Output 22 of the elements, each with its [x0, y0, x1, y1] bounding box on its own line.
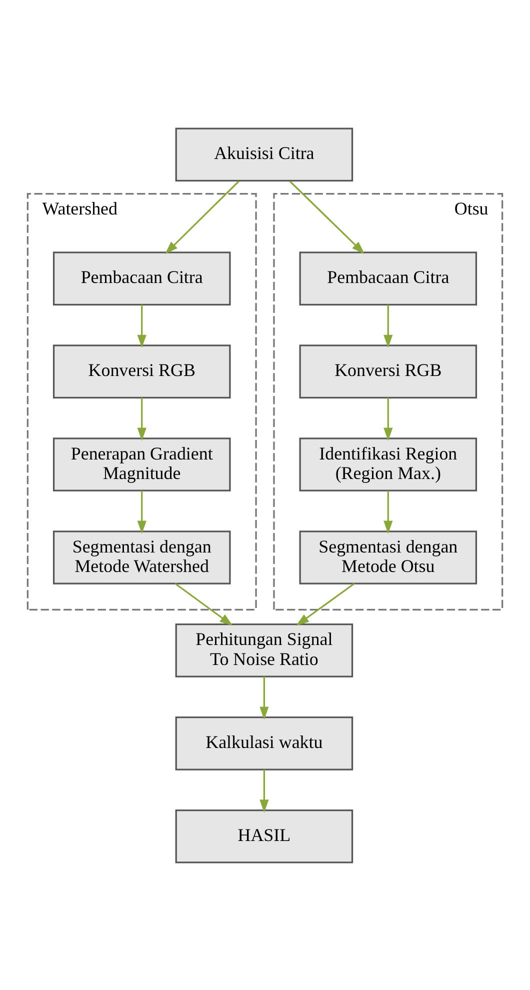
arrow — [137, 397, 146, 440]
node-box: Kalkulasi waktu — [175, 716, 354, 770]
node-box: Perhitungan Signal To Noise Ratio — [175, 623, 354, 677]
node-box: Identifikasi Region (Region Max.) — [299, 437, 478, 491]
node-box: Pembacaan Citra — [52, 251, 231, 305]
node-box: Penerapan Gradient Magnitude — [52, 437, 231, 491]
node-box: Segmentasi dengan Metode Watershed — [52, 530, 231, 584]
node-box: HASIL — [175, 808, 354, 863]
arrow — [137, 490, 146, 534]
arrow — [384, 397, 393, 440]
arrow — [384, 490, 393, 534]
node-box: Segmentasi dengan Metode Otsu — [299, 530, 478, 584]
arrow — [137, 304, 146, 348]
node-box: Konversi RGB — [52, 344, 231, 398]
arrow — [384, 304, 393, 348]
arrow — [260, 769, 269, 812]
arrow — [260, 676, 269, 720]
node-box: Pembacaan Citra — [299, 251, 478, 305]
node-box: Konversi RGB — [299, 344, 478, 398]
node-box: Akuisisi Citra — [175, 127, 354, 182]
arrow — [174, 582, 233, 626]
arrow — [296, 582, 355, 626]
